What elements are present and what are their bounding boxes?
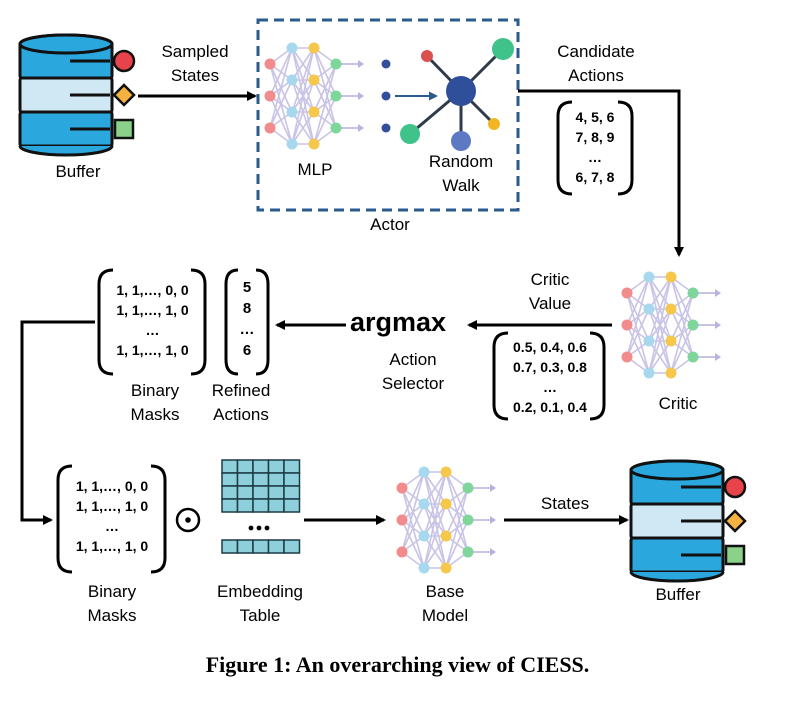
refined-actions-matrix: 5 8 … 6 — [239, 279, 255, 359]
binary-masks-top-matrix: 1, 1,…, 0, 0 1, 1,…, 1, 0 … 1, 1,…, 1, 0 — [116, 282, 189, 358]
base-model-label: Base Model — [421, 582, 469, 625]
critic-value-label: Critic Value — [528, 270, 572, 313]
buffer-bottom-label: Buffer — [655, 585, 701, 604]
actor-to-critic-arrow — [518, 89, 684, 257]
base-model-network-icon — [396, 466, 496, 574]
embedding-table-label: Embedding Table — [216, 582, 303, 625]
mlp-network-icon — [264, 42, 364, 150]
candidate-actions-matrix: 4, 5, 6 7, 8, 9 … 6, 7, 8 — [575, 109, 615, 185]
critic-values-matrix: 0.5, 0.4, 0.6 0.7, 0.3, 0.8 … 0.2, 0.1, … — [513, 339, 587, 415]
matrix-brackets — [56, 100, 634, 574]
hadamard-product-icon — [175, 507, 201, 533]
buffer-database-icon-bottom — [629, 459, 747, 583]
mlp-output-dot — [381, 59, 391, 69]
mlp-output-dot — [381, 91, 391, 101]
actor-label: Actor — [370, 215, 410, 234]
action-selector-label: Action Selector — [381, 350, 445, 393]
sampled-states-label: Sampled States — [161, 42, 229, 85]
binary-masks-bottom-label: Binary Masks — [87, 582, 137, 625]
candidate-actions-label: Candidate Actions — [557, 42, 635, 85]
binary-masks-bottom-matrix: 1, 1,…, 0, 0 1, 1,…, 1, 0 … 1, 1,…, 1, 0 — [75, 478, 149, 554]
figure-caption: Figure 1: An overarching view of CIESS. — [205, 652, 590, 677]
embedding-table-icon — [221, 459, 301, 554]
argmax-label: argmax — [350, 307, 447, 337]
critic-network-icon — [621, 271, 721, 379]
mlp-output-dot — [381, 123, 391, 133]
states-label: States — [540, 494, 590, 513]
ellipsis-dots-icon — [248, 525, 270, 531]
masks-loop-arrow — [20, 320, 95, 525]
mlp-label: MLP — [297, 160, 333, 179]
buffer-top-label: Buffer — [55, 162, 101, 181]
random-walk-label: Random Walk — [428, 152, 494, 195]
critic-label: Critic — [658, 394, 698, 413]
buffer-database-icon-top — [18, 33, 136, 157]
binary-masks-top-label: Binary Masks — [130, 381, 180, 424]
random-walk-graph-icon — [400, 38, 514, 151]
actor-box — [256, 18, 520, 212]
refined-actions-label: Refined Actions — [211, 381, 271, 424]
